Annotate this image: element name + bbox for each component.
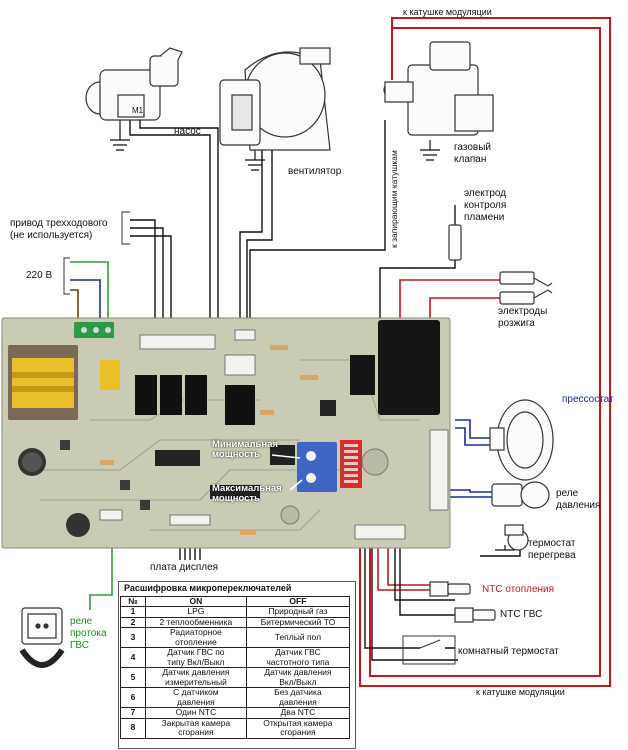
label-dhw-flow-relay: реле протока ГВС <box>70 616 107 651</box>
dip-cell-off: Без датчика давления <box>245 687 351 708</box>
dip-cell-num: 8 <box>120 717 146 739</box>
label-pressure-relay: реле давления <box>556 488 601 511</box>
dip-table-frame <box>118 581 356 749</box>
modulation-coil-wire <box>359 17 611 687</box>
room-thermostat-box <box>402 635 456 665</box>
pump <box>85 47 183 121</box>
mains-bracket <box>63 257 70 295</box>
pressostat <box>489 399 554 481</box>
dip-cell-off: Открытая камера сгорания <box>245 717 351 739</box>
ignition-wires <box>377 279 500 591</box>
dip-cell-on: Закрытая камера сгорания <box>145 717 247 739</box>
dip-header-num: № <box>120 595 146 607</box>
dip-cell-on: Один NTC <box>145 707 247 719</box>
gas-valve <box>383 41 494 136</box>
label-pressostat: прессостат <box>562 394 614 405</box>
label-gas-valve: газовый клапан <box>454 142 491 165</box>
dip-table-caption: Расшифровка микропереключателей <box>124 583 292 593</box>
dip-cell-off: Датчик ГВС частотного типа <box>245 647 351 668</box>
label-room-thermostat: комнатный термостат <box>458 646 559 657</box>
ntc-heating-sensor <box>429 581 471 597</box>
black-wires <box>129 118 521 661</box>
label-max-power: Максимальная мощность <box>212 483 282 504</box>
dip-cell-on: Датчик ГВС по типу Вкл/Выкл <box>145 647 247 668</box>
dip-cell-off: Теплый пол <box>245 627 351 648</box>
label-display-board: плата дисплея <box>150 562 219 573</box>
label-modulation-coil-top: к катушке модуляции <box>403 7 492 17</box>
dip-cell-num: 3 <box>120 627 146 648</box>
label-flame-electrode: электрод контроля пламени <box>464 188 507 223</box>
dip-cell-off: Природный газ <box>245 606 351 618</box>
dip-cell-num: 7 <box>120 707 146 719</box>
dip-table-header-row: № ON OFF <box>120 595 351 607</box>
overheat-thermostat <box>504 524 529 551</box>
ignition-electrodes <box>499 271 553 305</box>
control-board <box>1 317 451 549</box>
dip-header-off: OFF <box>245 595 351 607</box>
dip-cell-num: 2 <box>120 616 146 628</box>
label-pump-tag: M1 <box>132 106 144 115</box>
label-min-power: Минимальная мощность <box>212 439 278 460</box>
dip-cell-num: 6 <box>120 687 146 708</box>
dip-cell-on: LPG <box>145 606 247 618</box>
brown-wire <box>70 289 79 322</box>
blue-wires <box>70 279 492 498</box>
dip-cell-num: 5 <box>120 667 146 688</box>
drive-bracket <box>121 211 130 245</box>
label-ntc-heating: NTC отопления <box>482 584 555 595</box>
dip-cell-num: 4 <box>120 647 146 668</box>
green-wires <box>70 261 113 610</box>
label-locking-coil: к запирающим катушкам <box>389 150 399 248</box>
dip-header-on: ON <box>145 595 247 607</box>
label-fan: вентилятор <box>288 166 342 177</box>
dip-cell-on: С датчиком давления <box>145 687 247 708</box>
label-pump: насос <box>174 126 201 137</box>
dip-cell-on: 2 теплообменника <box>145 616 247 628</box>
label-mains: 220 В <box>26 270 53 281</box>
pressure-relay <box>491 481 550 509</box>
dip-cell-on: Радиаторное отопление <box>145 627 247 648</box>
fan <box>219 47 331 151</box>
label-ignition-electrodes: электроды розжига <box>498 306 548 329</box>
dip-cell-off: Битермический ТО <box>245 616 351 628</box>
dip-cell-off: Два NTC <box>245 707 351 719</box>
dhw-flow-relay <box>19 607 65 668</box>
flame-electrode <box>448 205 462 261</box>
label-overheat-thermostat: термостат перегрева <box>528 538 576 561</box>
label-three-way-drive: привод трехходового (не используется) <box>10 218 108 241</box>
dip-switch-table: Расшифровка микропереключателей № ON OFF… <box>120 583 351 739</box>
dip-cell-num: 1 <box>120 606 146 618</box>
ntc-dhw-sensor <box>454 607 496 623</box>
dip-cell-on: Датчик давления измерительный <box>145 667 247 688</box>
label-ntc-dhw: NTC ГВС <box>500 609 543 620</box>
dip-cell-off: Датчик давления Вкл/Выкл <box>245 667 351 688</box>
ground-symbols <box>110 118 515 551</box>
label-modulation-coil-bottom: к катушке модуляции <box>476 687 565 697</box>
